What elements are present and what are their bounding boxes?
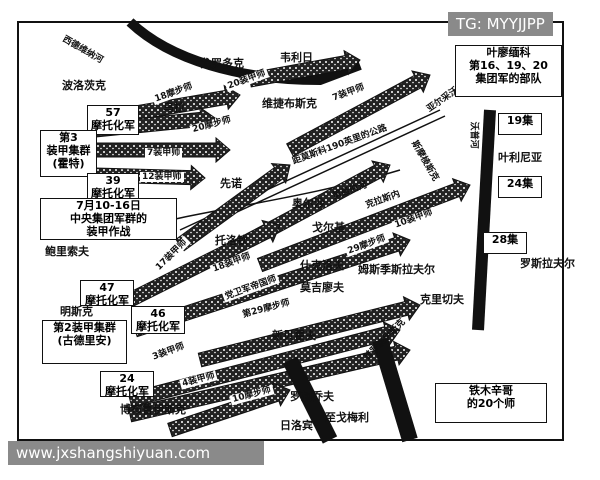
army-28-box-text: 28集	[491, 233, 519, 246]
place-label: 至戈梅利	[325, 411, 369, 424]
place-label: 奥尔沙	[292, 197, 325, 210]
legend-box-text: 装甲作战	[86, 225, 131, 239]
place-label: 日洛宾	[280, 419, 313, 432]
panzer-group-3-box-text: 第3	[59, 131, 78, 144]
corps-47-box-text: 摩托化军	[85, 294, 129, 308]
yeremenko-box-text: 第16、19、20	[469, 59, 548, 73]
place-label: 叶利尼亚	[498, 151, 542, 164]
corps-39-box-text: 摩托化军	[91, 187, 135, 201]
place-label: 什克洛夫	[300, 259, 344, 272]
soviet-counterattack-arrow	[282, 356, 338, 444]
panzer-group-3-box-text: (霍特)	[52, 157, 85, 171]
place-label: 戈罗多克	[200, 57, 244, 70]
panzer-advance-arrow	[127, 340, 411, 423]
map-frame	[17, 21, 564, 441]
place-label: 戈尔基	[312, 221, 345, 234]
army-28-box: 28集	[483, 232, 527, 254]
place-label: 波洛茨克	[62, 79, 106, 92]
place-label: 新贝霍夫	[272, 329, 316, 342]
corps-24-box-text: 摩托化军	[105, 385, 149, 399]
corps-39-box-text: 39	[105, 174, 121, 187]
place-label: 沃普河	[468, 121, 479, 149]
corps-24-box-text: 24	[119, 372, 135, 385]
panzer-group-2-box-text: 第2装甲集群	[53, 321, 116, 334]
panzer-group-2-box: 第2装甲集群(古德里安)	[42, 320, 127, 364]
watermark-top: TG: MYYJJPP	[448, 12, 553, 36]
panzer-advance-arrow	[197, 295, 421, 368]
panzer-advance-arrow	[256, 177, 471, 273]
place-label: 莫吉廖夫	[300, 281, 344, 294]
place-label: 鲍里索夫	[45, 245, 89, 258]
timoshenko-box-text: 铁木辛哥	[469, 384, 513, 397]
panzer-advance-arrow	[126, 219, 281, 307]
place-label: 克里切夫	[420, 293, 464, 306]
river-dvina	[126, 18, 362, 86]
corps-46-box-text: 摩托化军	[136, 320, 180, 334]
place-label: 姆斯季斯拉夫尔	[358, 263, 435, 276]
arrows-layer	[93, 49, 471, 444]
place-label: 维捷布斯克	[262, 97, 317, 110]
army-19-box-text: 19集	[506, 114, 534, 127]
army-24-box-text: 24集	[506, 177, 534, 190]
legend-box-text: 7月10-16日	[76, 199, 141, 212]
corps-57-box-text: 摩托化军	[91, 119, 135, 133]
timoshenko-box: 铁木辛哥的20个师	[435, 383, 547, 423]
place-label: 罗斯拉夫尔	[520, 257, 575, 270]
division-label: 12装甲师	[140, 172, 184, 183]
soviet-counterattack-arrow	[372, 337, 418, 443]
place-label: 明斯克	[60, 305, 93, 318]
yeremenko-box-text: 叶廖缅科	[486, 46, 531, 59]
corps-46-box-text: 46	[150, 307, 166, 320]
place-label: 托洛钦	[215, 234, 248, 247]
yeremenko-box-text: 集团军的部队	[475, 72, 542, 86]
timoshenko-box-text: 的20个师	[466, 397, 516, 411]
place-label: 乌拉	[163, 101, 185, 114]
legend-box: 7月10-16日中央集团军群的装甲作战	[40, 198, 177, 240]
panzer-group-2-box-text: (古德里安)	[57, 334, 112, 348]
place-label: 韦利日	[280, 51, 313, 64]
panzer-group-3-box-text: 装甲集群	[46, 144, 91, 158]
army-24-box: 24集	[498, 176, 542, 198]
legend-box-text: 中央集团军群的	[70, 212, 147, 226]
panzer-advance-arrow	[175, 162, 291, 252]
watermark-bottom: www.jxshangshiyuan.com	[8, 441, 264, 465]
place-label: 博布鲁伊斯克	[120, 403, 186, 416]
soviet-line	[472, 109, 496, 331]
place-label: 先诺	[220, 177, 242, 190]
corps-57-box-text: 57	[105, 106, 121, 119]
panzer-advance-arrow	[286, 70, 431, 157]
place-label: 罗加乔夫	[290, 390, 334, 403]
corps-47-box-text: 47	[99, 281, 115, 294]
army-19-box: 19集	[498, 113, 542, 135]
division-label: 7装甲师	[145, 148, 183, 159]
